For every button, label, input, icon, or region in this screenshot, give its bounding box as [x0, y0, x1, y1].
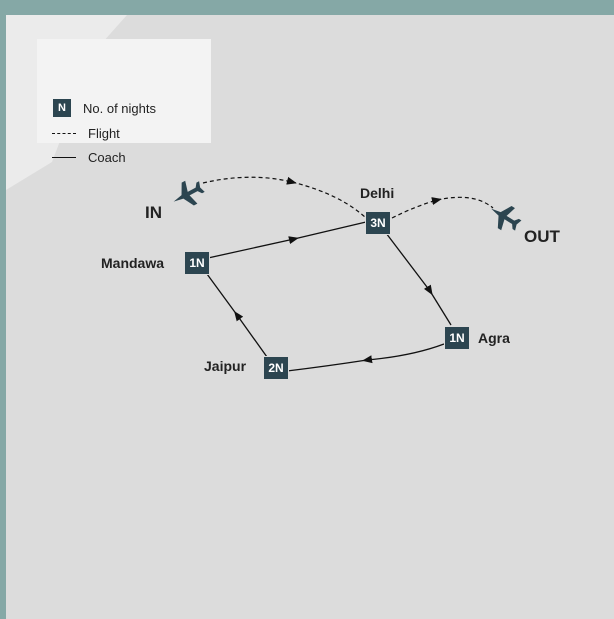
- legend-coach-label: Coach: [88, 149, 126, 165]
- city-marker-delhi: 3N: [366, 212, 390, 234]
- dashed-line-icon: [52, 132, 76, 134]
- flight-in-b: [286, 176, 367, 219]
- legend-nights: N No. of nights: [37, 98, 156, 118]
- flight-in-a: [202, 176, 293, 184]
- solid-line-icon: [52, 156, 76, 158]
- coach-leg-jaipur-mandawa-b: [206, 273, 244, 322]
- out-label: OUT: [524, 227, 560, 246]
- coach-leg-delhi-agra-a: [385, 232, 431, 292]
- legend-flight: Flight: [37, 123, 120, 143]
- legend-flight-label: Flight: [88, 125, 120, 141]
- in-label: IN: [145, 203, 162, 222]
- city-label-delhi: Delhi: [360, 185, 395, 201]
- city-marker-jaipur: 2N: [264, 357, 288, 379]
- coach-leg-jaipur-mandawa-a: [236, 314, 268, 358]
- city-marker-mandawa: 1N: [185, 252, 209, 274]
- airplane-icon: [167, 175, 208, 214]
- legend-coach: Coach: [37, 147, 126, 167]
- airplane-icon: [484, 197, 526, 237]
- flight-out-b: [431, 196, 494, 209]
- coach-leg-agra-jaipur-b: [286, 355, 373, 372]
- city-label-jaipur: Jaipur: [204, 358, 247, 374]
- coach-leg-agra-jaipur-a: [366, 343, 445, 361]
- legend-nights-label: No. of nights: [83, 100, 156, 116]
- city-label-mandawa: Mandawa: [101, 255, 165, 271]
- city-label-agra: Agra: [478, 330, 510, 346]
- legend: N No. of nights Flight Coach: [37, 39, 211, 165]
- nights-marker-icon: N: [53, 99, 71, 117]
- coach-leg-mandawa-delhi-a: [207, 238, 295, 259]
- coach-leg-mandawa-delhi-b: [288, 221, 367, 245]
- city-marker-agra: 1N: [445, 327, 469, 349]
- coach-leg-delhi-agra-b: [423, 284, 452, 326]
- flight-out-a: [391, 199, 438, 219]
